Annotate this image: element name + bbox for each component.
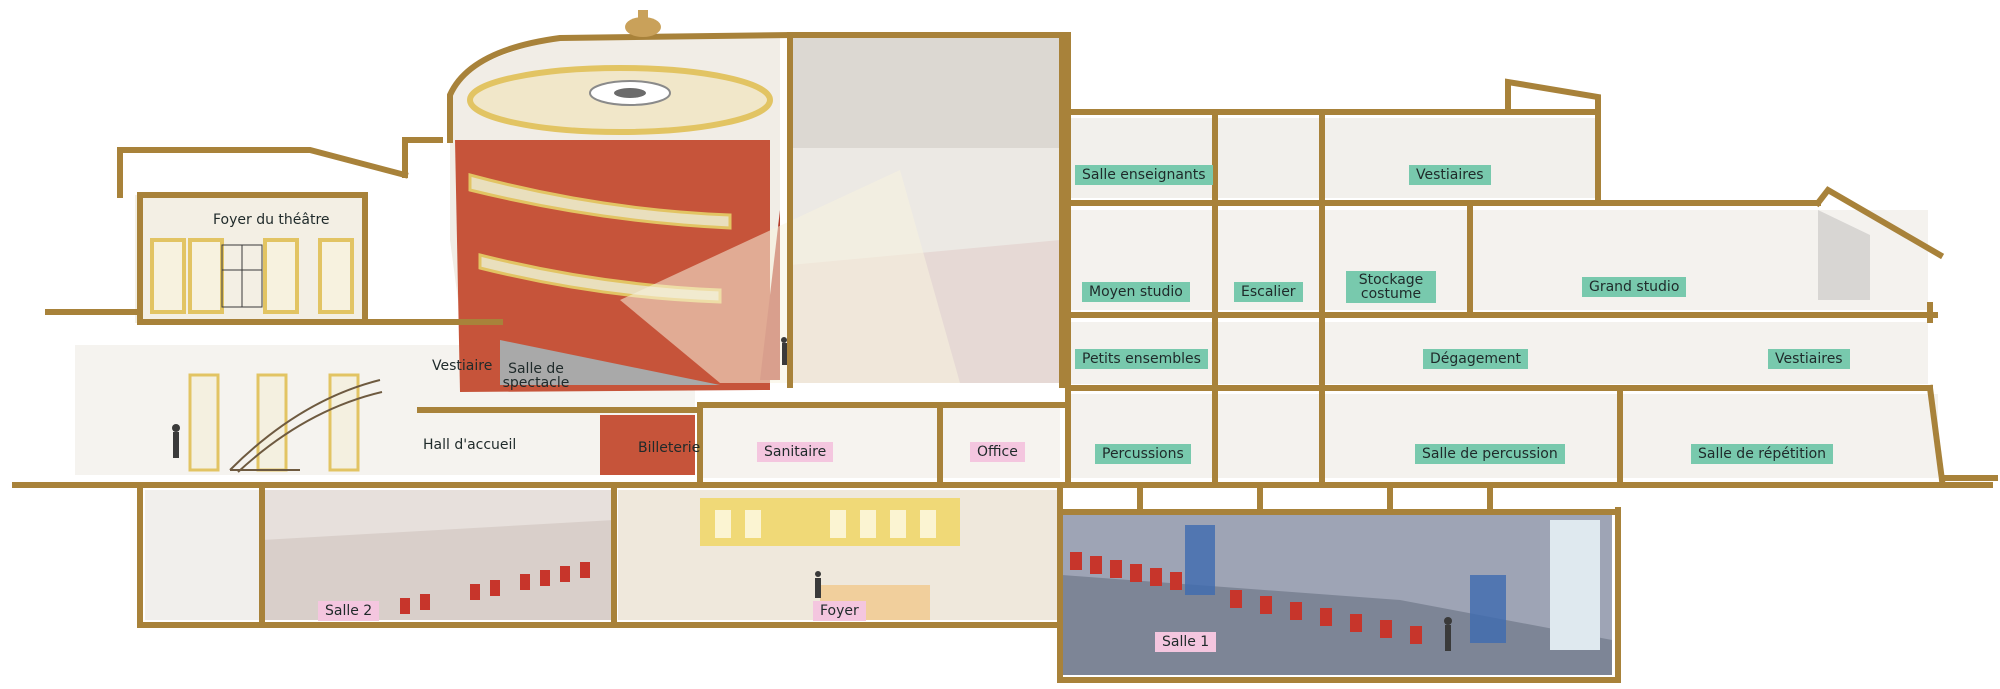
label-vestiaires-top: Vestiaires [1409,165,1491,185]
label-escalier: Escalier [1234,282,1303,302]
salle-1-door-left [1185,525,1215,595]
foyer-windows [150,238,354,314]
label-salle-enseignants: Salle enseignants [1075,165,1213,185]
label-vestiaires-mid: Vestiaires [1768,349,1850,369]
label-petits-ensembles: Petits ensembles [1075,349,1208,369]
label-sanitaire: Sanitaire [757,442,834,462]
label-degagement: Dégagement [1423,349,1528,369]
label-moyen-studio: Moyen studio [1082,282,1190,302]
salle-2-seats [400,562,590,614]
hall-doors [188,373,360,472]
billeterie-booth [600,415,695,475]
auditorium-rake [500,340,720,385]
grand-staircase [229,379,383,473]
label-foyer: Foyer [813,601,866,621]
label-foyer-theatre: Foyer du théâtre [213,212,330,228]
label-percussions: Percussions [1095,444,1191,464]
label-salle-1: Salle 1 [1155,632,1217,652]
structural-frame [12,31,1998,683]
label-office: Office [970,442,1025,462]
salle-1-door-right [1470,575,1506,643]
label-billeterie: Billeterie [638,440,701,456]
figures [172,337,1452,651]
percussion-floor-rooms [1068,394,1938,478]
salle-2-floor [262,520,614,620]
roof-window-area [1818,210,1870,300]
salle-1-screen [1550,520,1600,650]
label-salle-2: Salle 2 [318,601,380,621]
dome-finial [625,10,661,37]
fly-tower [790,38,1060,148]
label-salle-repetition: Salle de répétition [1691,444,1834,464]
label-salle-spectacle: Salle de spectacle [502,361,570,391]
top-floor-rooms [1068,118,1598,198]
salle-1-seats [1070,552,1422,644]
studio-floor-rooms [1068,210,1928,310]
label-stockage-costume: Stockage costume [1346,271,1436,303]
foyer-arches [715,510,936,538]
label-vestiaire: Vestiaire [432,358,493,374]
basement-storage [145,490,260,620]
foyer-window-mullions [221,244,263,308]
label-salle-percussion: Salle de percussion [1415,444,1565,464]
ceiling-dome [467,65,773,135]
label-grand-studio: Grand studio [1582,277,1687,297]
label-hall-accueil: Hall d'accueil [423,437,517,453]
